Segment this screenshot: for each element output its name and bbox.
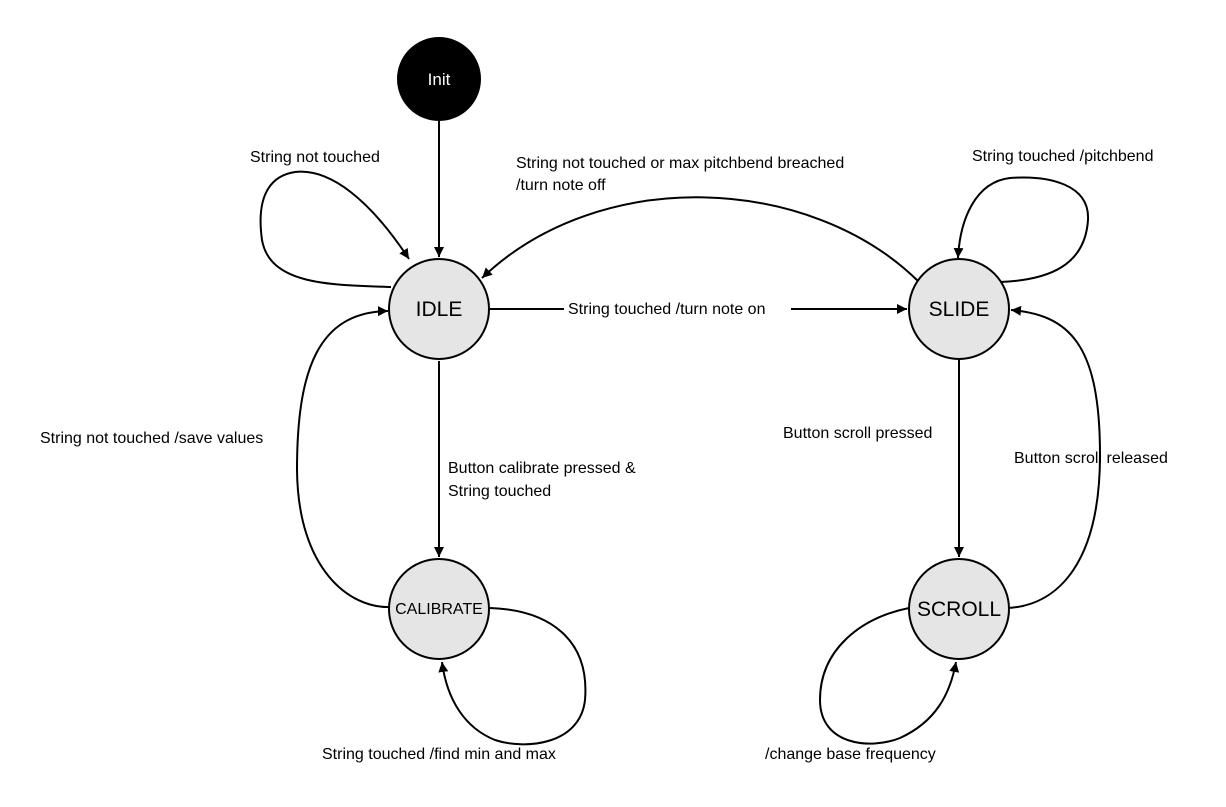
label-bg-idle-to-slide bbox=[564, 297, 791, 321]
idle-node-circle bbox=[388, 258, 490, 360]
edge-calibrate-self-loop bbox=[438, 607, 587, 746]
slide-node-label: SLIDE bbox=[929, 298, 990, 321]
state-idle: IDLE bbox=[388, 258, 490, 360]
state-init: Init bbox=[397, 37, 481, 121]
label-calibrate-self-loop: String touched /find min and max bbox=[322, 746, 556, 763]
edge-scroll-to-slide bbox=[1007, 305, 1102, 609]
calibrate-node-circle bbox=[388, 558, 490, 660]
label-scroll-to-slide: Button scroll released bbox=[1014, 450, 1168, 467]
calibrate-node-label: CALIBRATE bbox=[395, 601, 483, 618]
state-slide: SLIDE bbox=[908, 258, 1010, 360]
label-slide-to-idle-line1: String not touched or max pitchbend brea… bbox=[516, 155, 844, 172]
label-idle-self-loop: String not touched bbox=[250, 149, 380, 166]
state-scroll: SCROLL bbox=[908, 558, 1010, 660]
label-idle-to-calibrate-line1: Button calibrate pressed & bbox=[448, 460, 636, 477]
label-idle-to-slide: String touched /turn note on bbox=[568, 301, 765, 318]
slide-node-circle bbox=[908, 258, 1010, 360]
scroll-node-label: SCROLL bbox=[917, 598, 1001, 621]
edge-calibrate-to-idle bbox=[295, 306, 390, 609]
label-scroll-self-loop: /change base frequency bbox=[765, 746, 936, 763]
edge-idle-self-loop bbox=[259, 170, 410, 288]
scroll-node-circle bbox=[908, 558, 1010, 660]
init-node-circle bbox=[397, 37, 481, 121]
label-slide-self-loop: String touched /pitchbend bbox=[972, 148, 1153, 165]
init-node-label: Init bbox=[428, 70, 451, 89]
label-idle-to-calibrate-line2: String touched bbox=[448, 483, 551, 500]
label-slide-to-scroll: Button scroll pressed bbox=[783, 425, 932, 442]
label-slide-to-idle-line2: /turn note off bbox=[516, 177, 606, 194]
label-calibrate-to-idle: String not touched /save values bbox=[40, 430, 263, 447]
edge-slide-self-loop bbox=[953, 176, 1090, 283]
idle-node-label: IDLE bbox=[416, 298, 463, 321]
edge-slide-to-idle bbox=[481, 196, 919, 282]
state-calibrate: CALIBRATE bbox=[388, 558, 490, 660]
edge-scroll-self-loop bbox=[818, 607, 960, 745]
